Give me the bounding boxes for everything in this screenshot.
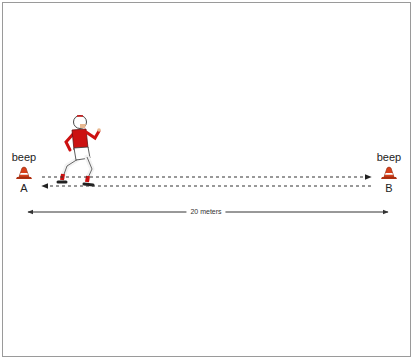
cone-letter: A (20, 182, 27, 194)
runner-figure (58, 116, 101, 186)
sound-cue: beep (377, 151, 401, 163)
run-direction-arrow (42, 186, 371, 187)
cone-marker: beepB (371, 151, 407, 194)
cone-letter: B (385, 182, 392, 194)
cone-symbol (15, 166, 33, 180)
cone-marker: beepA (6, 151, 42, 194)
run-direction-arrow (42, 177, 371, 178)
dimension-label: 20 meters (186, 208, 225, 216)
frame (3, 3, 411, 357)
cone-symbol (380, 166, 398, 180)
sound-cue: beep (12, 151, 36, 163)
